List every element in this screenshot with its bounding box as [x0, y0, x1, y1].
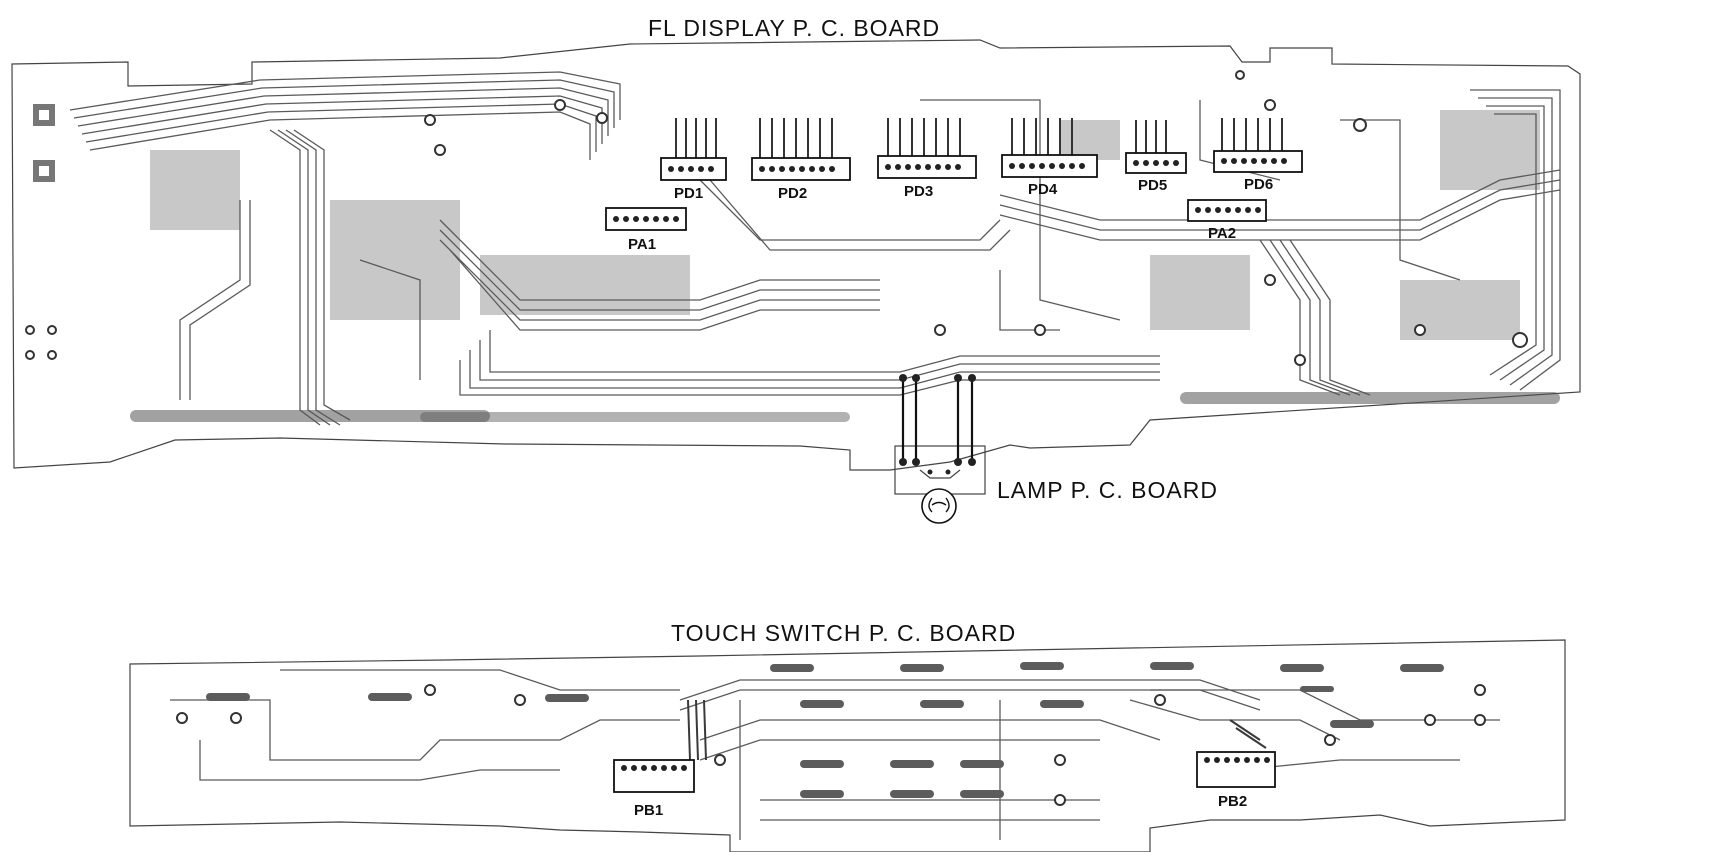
scattered-pads	[25, 70, 1528, 366]
trace-bundles	[69, 71, 1561, 426]
lamp-bulb-icon	[921, 488, 957, 524]
connector-pb2: PB2	[1196, 719, 1276, 810]
connector-pa1: PA1	[605, 207, 687, 253]
fl-display-board: PD1 PD2 PD3 PD4 PD5 PD6	[11, 39, 1581, 471]
connector-pd4-label: PD4	[1028, 181, 1058, 198]
touch-switch-board: PB1 PB2	[129, 639, 1566, 852]
edge-pad-row-left	[130, 392, 1560, 422]
touch-switch-round-pads	[176, 684, 1486, 806]
touch-switch-board-outline	[129, 639, 1566, 852]
mounting-pads-left	[33, 104, 55, 182]
fl-display-board-outline	[11, 39, 1581, 471]
lamp-board	[894, 374, 986, 524]
connector-pd3-label: PD3	[904, 183, 933, 200]
lamp-board-title: LAMP P. C. BOARD	[997, 477, 1218, 503]
connector-pd5-label: PD5	[1138, 177, 1167, 194]
connector-pd1: PD1	[660, 157, 727, 202]
connector-pd1-label: PD1	[674, 185, 703, 202]
connector-pb1: PB1	[613, 699, 707, 819]
connector-pd2: PD2	[751, 157, 851, 202]
fl-display-board-title: FL DISPLAY P. C. BOARD	[648, 15, 940, 41]
connector-pd3: PD3	[877, 155, 977, 200]
lamp-wire-pads	[899, 374, 976, 466]
connector-pd6-label: PD6	[1244, 176, 1273, 193]
connector-pd2-label: PD2	[778, 185, 807, 202]
connector-pa1-label: PA1	[628, 236, 656, 253]
connector-pd6: PD6	[1213, 150, 1303, 193]
copper-fill-regions	[150, 110, 1540, 340]
display-comb-traces	[675, 118, 1283, 160]
touch-switch-board-title: TOUCH SWITCH P. C. BOARD	[671, 620, 1016, 646]
connector-pa2: PA2	[1187, 199, 1267, 242]
connector-pb2-label: PB2	[1218, 793, 1247, 810]
connector-pa2-label: PA2	[1208, 225, 1236, 242]
connector-pd5: PD5	[1125, 152, 1187, 194]
connector-pd4: PD4	[1001, 154, 1098, 198]
connector-pb1-label: PB1	[634, 802, 663, 819]
